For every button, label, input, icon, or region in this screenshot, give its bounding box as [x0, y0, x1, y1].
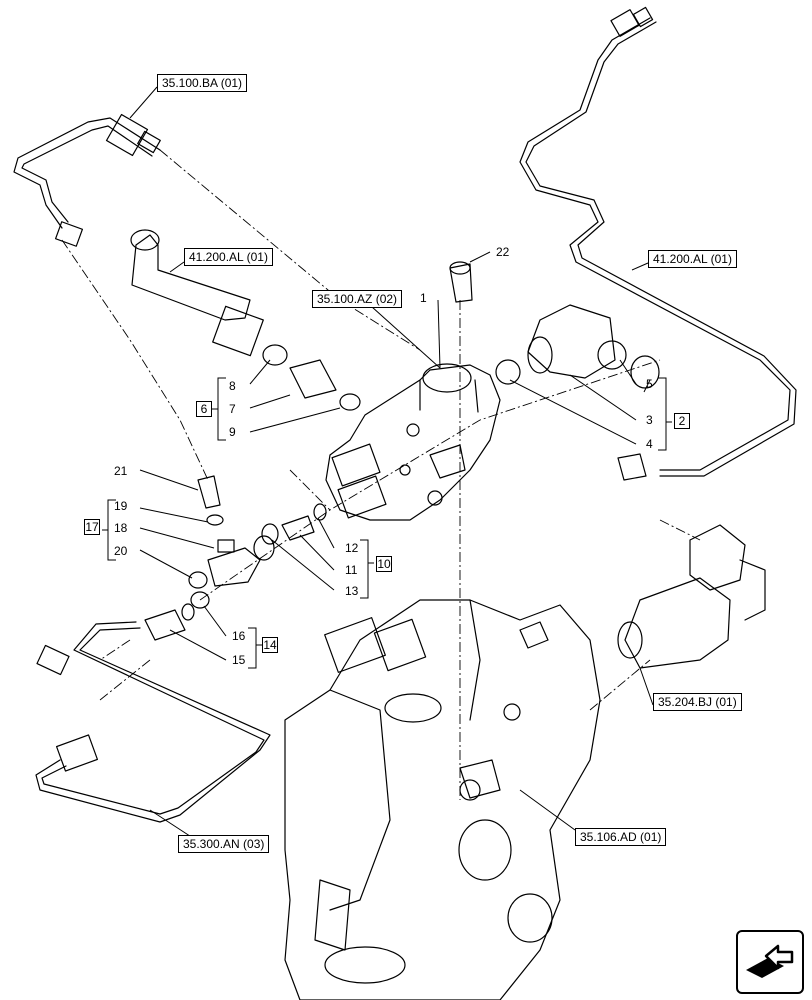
kit-6: 6 — [196, 401, 212, 417]
sensor-35-204-bj — [624, 577, 731, 669]
next-page-button[interactable] — [736, 930, 804, 994]
bolt-22 — [449, 263, 473, 303]
ref-35-100-az[interactable]: 35.100.AZ (02) — [312, 290, 403, 308]
kit-bracket-2 — [658, 377, 672, 451]
callout-18: 18 — [114, 521, 128, 535]
ref-35-106-ad[interactable]: 35.106.AD (01) — [575, 828, 667, 846]
ref-35-204-bj[interactable]: 35.204.BJ (01) — [653, 693, 742, 711]
kit-14: 14 — [262, 637, 278, 653]
kit-2: 2 — [674, 413, 690, 429]
pipe-top-left — [13, 117, 161, 229]
callout-12: 12 — [345, 541, 359, 555]
ref-35-300-an[interactable]: 35.300.AN (03) — [178, 835, 270, 853]
callout-5: 5 — [646, 377, 653, 391]
pipe-bottom-left — [35, 627, 271, 823]
ref-35-100-ba[interactable]: 35.100.BA (01) — [157, 74, 248, 92]
pipe-top-right — [519, 17, 791, 471]
callout-19: 19 — [114, 499, 128, 513]
callout-21: 21 — [114, 464, 128, 478]
kit-bracket-6 — [212, 377, 226, 441]
kit-bracket-10 — [360, 539, 374, 599]
kit-17: 17 — [84, 519, 100, 535]
pipe-fitting-right — [617, 453, 647, 481]
fitting-7 — [289, 359, 337, 399]
tee-fitting-18 — [207, 547, 261, 587]
callout-7: 7 — [229, 402, 236, 416]
next-page-arrow-icon — [746, 944, 794, 978]
fitting-11 — [281, 515, 315, 541]
callout-15: 15 — [232, 653, 246, 667]
callout-8: 8 — [229, 379, 236, 393]
callout-4: 4 — [646, 437, 653, 451]
callout-13: 13 — [345, 584, 359, 598]
pipe-fitting-top-left — [105, 113, 149, 157]
callout-11: 11 — [345, 563, 358, 577]
pump-body — [284, 599, 601, 1000]
callout-9: 9 — [229, 425, 236, 439]
callout-20: 20 — [114, 544, 128, 558]
callout-3: 3 — [646, 413, 653, 427]
kit-bracket-14 — [248, 627, 262, 669]
fitting-15 — [144, 609, 186, 641]
hose-left — [131, 234, 251, 321]
fitting-21 — [197, 475, 221, 509]
callout-16: 16 — [232, 629, 246, 643]
kit-bracket-17 — [102, 499, 116, 561]
callout-1: 1 — [420, 291, 427, 305]
ref-41-200-al-right[interactable]: 41.200.AL (01) — [648, 250, 737, 268]
callout-22: 22 — [496, 245, 510, 259]
kit-10: 10 — [376, 556, 392, 572]
ref-41-200-al-left[interactable]: 41.200.AL (01) — [184, 248, 273, 266]
elbow-fitting-3 — [527, 304, 616, 379]
